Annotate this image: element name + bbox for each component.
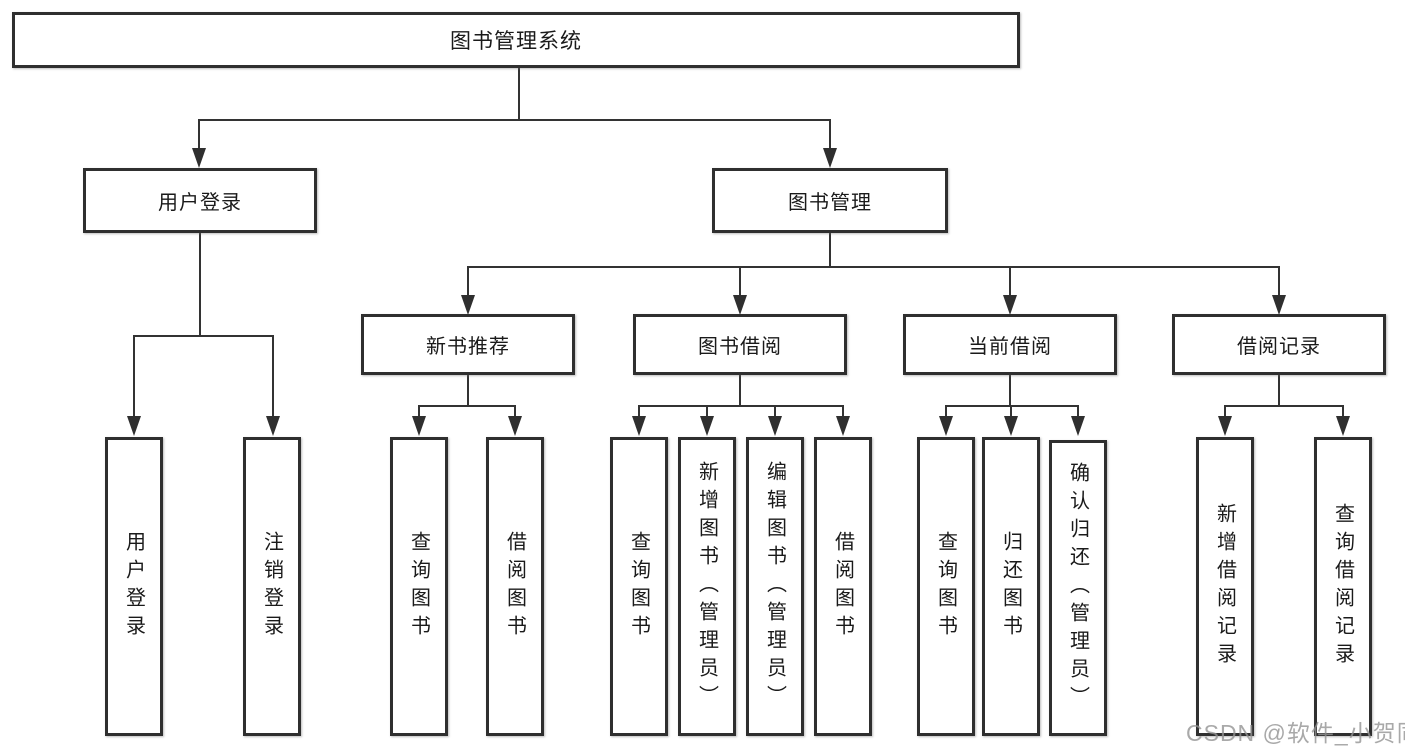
- leaf-edit-books-admin: 编辑图书（管理员）: [746, 437, 804, 736]
- connector-line: [1278, 375, 1280, 407]
- connector-line: [829, 119, 831, 149]
- connector-line: [198, 119, 200, 149]
- leaf-add-books-admin: 新增图书（管理员）: [678, 437, 736, 736]
- connector-line: [133, 335, 135, 416]
- arrow-down-icon: [461, 295, 475, 315]
- node-borrowing-records: 借阅记录: [1172, 314, 1386, 375]
- arrow-down-icon: [1071, 416, 1085, 436]
- connector-line: [829, 233, 831, 268]
- connector-line: [418, 405, 516, 407]
- leaf-query-books-current: 查询图书: [917, 437, 975, 736]
- arrow-down-icon: [412, 416, 426, 436]
- node-user-login: 用户登录: [83, 168, 317, 233]
- connector-line: [133, 335, 274, 337]
- arrow-down-icon: [192, 148, 206, 168]
- node-root-book-management-system: 图书管理系统: [12, 12, 1020, 68]
- csdn-watermark: CSDN @软件_小贺同学: [1186, 720, 1405, 746]
- leaf-confirm-return-admin: 确认归还（管理员）: [1049, 440, 1107, 736]
- connector-line: [706, 405, 708, 417]
- arrow-down-icon: [1218, 416, 1232, 436]
- leaf-add-borrow-record: 新增借阅记录: [1196, 437, 1254, 736]
- arrow-down-icon: [733, 295, 747, 315]
- connector-line: [1224, 405, 1344, 407]
- connector-line: [199, 233, 201, 337]
- leaf-borrow-books-recommend: 借阅图书: [486, 437, 544, 736]
- leaf-return-books: 归还图书: [982, 437, 1040, 736]
- connector-line: [272, 335, 274, 416]
- leaf-user-login: 用户登录: [105, 437, 163, 736]
- connector-line: [739, 266, 741, 296]
- node-book-borrowing: 图书借阅: [633, 314, 847, 375]
- leaf-logout: 注销登录: [243, 437, 301, 736]
- arrow-down-icon: [127, 416, 141, 436]
- connector-line: [514, 405, 516, 417]
- arrow-down-icon: [266, 416, 280, 436]
- arrow-down-icon: [836, 416, 850, 436]
- arrow-down-icon: [508, 416, 522, 436]
- arrow-down-icon: [1272, 295, 1286, 315]
- connector-line: [418, 405, 420, 417]
- leaf-query-borrow-record: 查询借阅记录: [1314, 437, 1372, 736]
- arrow-down-icon: [632, 416, 646, 436]
- connector-line: [198, 119, 831, 121]
- connector-line: [842, 405, 844, 417]
- connector-line: [1009, 266, 1011, 296]
- connector-line: [518, 66, 520, 121]
- arrow-down-icon: [1004, 416, 1018, 436]
- arrow-down-icon: [768, 416, 782, 436]
- node-new-book-recommendation: 新书推荐: [361, 314, 575, 375]
- arrow-down-icon: [1003, 295, 1017, 315]
- connector-line: [1077, 405, 1079, 417]
- connector-line: [467, 266, 469, 296]
- arrow-down-icon: [700, 416, 714, 436]
- connector-line: [467, 266, 1280, 268]
- connector-line: [1224, 405, 1226, 417]
- node-book-management: 图书管理: [712, 168, 948, 233]
- leaf-borrow-books: 借阅图书: [814, 437, 872, 736]
- node-current-borrowing: 当前借阅: [903, 314, 1117, 375]
- connector-line: [638, 405, 844, 407]
- connector-line: [1342, 405, 1344, 417]
- arrow-down-icon: [1336, 416, 1350, 436]
- connector-line: [739, 375, 741, 407]
- connector-line: [945, 405, 947, 417]
- leaf-query-books-borrowing: 查询图书: [610, 437, 668, 736]
- connector-line: [1278, 266, 1280, 296]
- connector-line: [638, 405, 640, 417]
- leaf-query-books-recommend: 查询图书: [390, 437, 448, 736]
- connector-line: [774, 405, 776, 417]
- connector-line: [1010, 405, 1012, 417]
- connector-line: [945, 405, 1079, 407]
- connector-line: [1009, 375, 1011, 407]
- connector-line: [467, 375, 469, 407]
- arrow-down-icon: [939, 416, 953, 436]
- arrow-down-icon: [823, 148, 837, 168]
